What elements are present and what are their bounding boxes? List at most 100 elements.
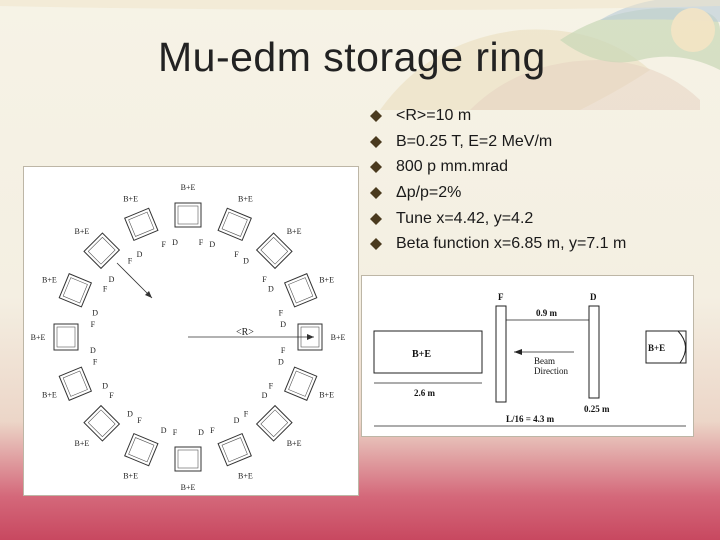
be-label: B+E <box>238 194 253 203</box>
d-label: D <box>262 391 268 400</box>
lattice-cell-diagram-panel: B+E F D B+E 0.9 m Beam Direction 2.6 m 0… <box>361 275 694 437</box>
f-label: F <box>109 391 114 400</box>
f-label: F <box>281 346 286 355</box>
d-label: D <box>209 240 215 249</box>
be-element <box>217 432 252 467</box>
d-element <box>588 305 600 399</box>
be-element <box>58 273 93 308</box>
diamond-bullet-icon <box>370 238 382 251</box>
bullet-item: Beta function x=6.85 m, y=7.1 m <box>368 231 626 257</box>
bullet-item: Tune x=4.42, y=4.2 <box>368 206 626 232</box>
d-label: D <box>198 428 204 437</box>
f-label: F <box>173 428 178 437</box>
left-be-label: B+E <box>412 349 431 360</box>
f-label: F <box>269 382 274 391</box>
be-label: B+E <box>181 183 196 192</box>
be-element <box>255 404 293 442</box>
be-label: B+E <box>42 390 57 399</box>
be-element <box>174 202 202 228</box>
be-element <box>83 404 121 442</box>
beam-direction-arrowhead <box>514 349 522 355</box>
bullet-item: <R>=10 m <box>368 103 626 129</box>
f-label: F <box>91 320 96 329</box>
d-label: D <box>280 320 286 329</box>
be-label: B+E <box>31 333 46 342</box>
be-label: B+E <box>238 472 253 481</box>
be-label: B+E <box>331 333 346 342</box>
beam-label-line2: Direction <box>534 366 568 376</box>
d-label: D <box>90 346 96 355</box>
be-element <box>53 323 79 351</box>
d-label: D <box>92 309 98 318</box>
radius-arrowhead <box>307 334 314 340</box>
gap-label: 0.9 m <box>536 308 558 318</box>
left-be-element <box>373 330 483 374</box>
bullet-item: Δp/p=2% <box>368 180 626 206</box>
be-label: B+E <box>75 439 90 448</box>
f-label: F <box>199 238 204 247</box>
be-element <box>283 273 318 308</box>
be-element <box>283 366 318 401</box>
box-length-label: 2.6 m <box>414 388 436 398</box>
d-label: D <box>590 292 597 302</box>
beam-label-line1: Beam <box>534 356 555 366</box>
slide-title: Mu-edm storage ring <box>158 34 546 80</box>
f-element <box>495 305 507 403</box>
bullet-item: 800 p mm.mrad <box>368 154 626 180</box>
be-element <box>58 366 93 401</box>
be-label: B+E <box>287 439 302 448</box>
be-element <box>124 432 159 467</box>
header-decoration <box>0 0 720 110</box>
be-element <box>255 232 293 270</box>
be-label: B+E <box>319 276 334 285</box>
f-label: F <box>244 410 249 419</box>
be-label: B+E <box>75 227 90 236</box>
be-element <box>83 232 121 270</box>
be-label: B+E <box>123 472 138 481</box>
f-label: F <box>279 309 284 318</box>
be-label: B+E <box>181 483 196 492</box>
bullet-list: <R>=10 m B=0.25 T, E=2 MeV/m 800 p mm.mr… <box>368 103 626 257</box>
right-be-label: B+E <box>648 343 665 353</box>
d-label: D <box>243 257 249 266</box>
diamond-bullet-icon <box>370 135 382 148</box>
cell-length-label: L/16 = 4.3 m <box>506 414 555 424</box>
d-label: D <box>172 238 178 247</box>
f-label: F <box>93 357 98 366</box>
d-label: D <box>109 275 115 284</box>
be-label: B+E <box>123 194 138 203</box>
beam-arrowhead <box>145 291 152 298</box>
d-label: D <box>137 250 143 259</box>
diamond-bullet-icon <box>370 161 382 174</box>
f-label: F <box>128 257 133 266</box>
be-label: B+E <box>319 390 334 399</box>
f-label: F <box>262 275 267 284</box>
be-element <box>124 207 159 242</box>
diamond-bullet-icon <box>370 110 382 122</box>
right-be-break <box>677 330 686 364</box>
d-label: D <box>268 285 274 294</box>
be-label: B+E <box>42 276 57 285</box>
d-label: D <box>127 410 133 419</box>
f-label: F <box>498 292 504 302</box>
diamond-bullet-icon <box>370 212 382 225</box>
lattice-cell-diagram: B+E F D B+E 0.9 m Beam Direction 2.6 m 0… <box>373 292 687 427</box>
d-label: D <box>234 416 240 425</box>
bullet-item: B=0.25 T, E=2 MeV/m <box>368 129 626 155</box>
be-label: B+E <box>287 227 302 236</box>
f-label: F <box>161 240 166 249</box>
d-width-label: 0.25 m <box>584 404 610 414</box>
diamond-bullet-icon <box>370 187 382 200</box>
f-label: F <box>103 285 108 294</box>
f-label: F <box>210 426 215 435</box>
d-label: D <box>161 426 167 435</box>
radius-label: <R> <box>236 327 254 338</box>
f-label: F <box>234 250 239 259</box>
beam-arrow-line <box>116 262 153 299</box>
d-label: D <box>102 382 108 391</box>
be-element <box>217 207 252 242</box>
d-label: D <box>278 357 284 366</box>
be-element <box>174 446 202 472</box>
